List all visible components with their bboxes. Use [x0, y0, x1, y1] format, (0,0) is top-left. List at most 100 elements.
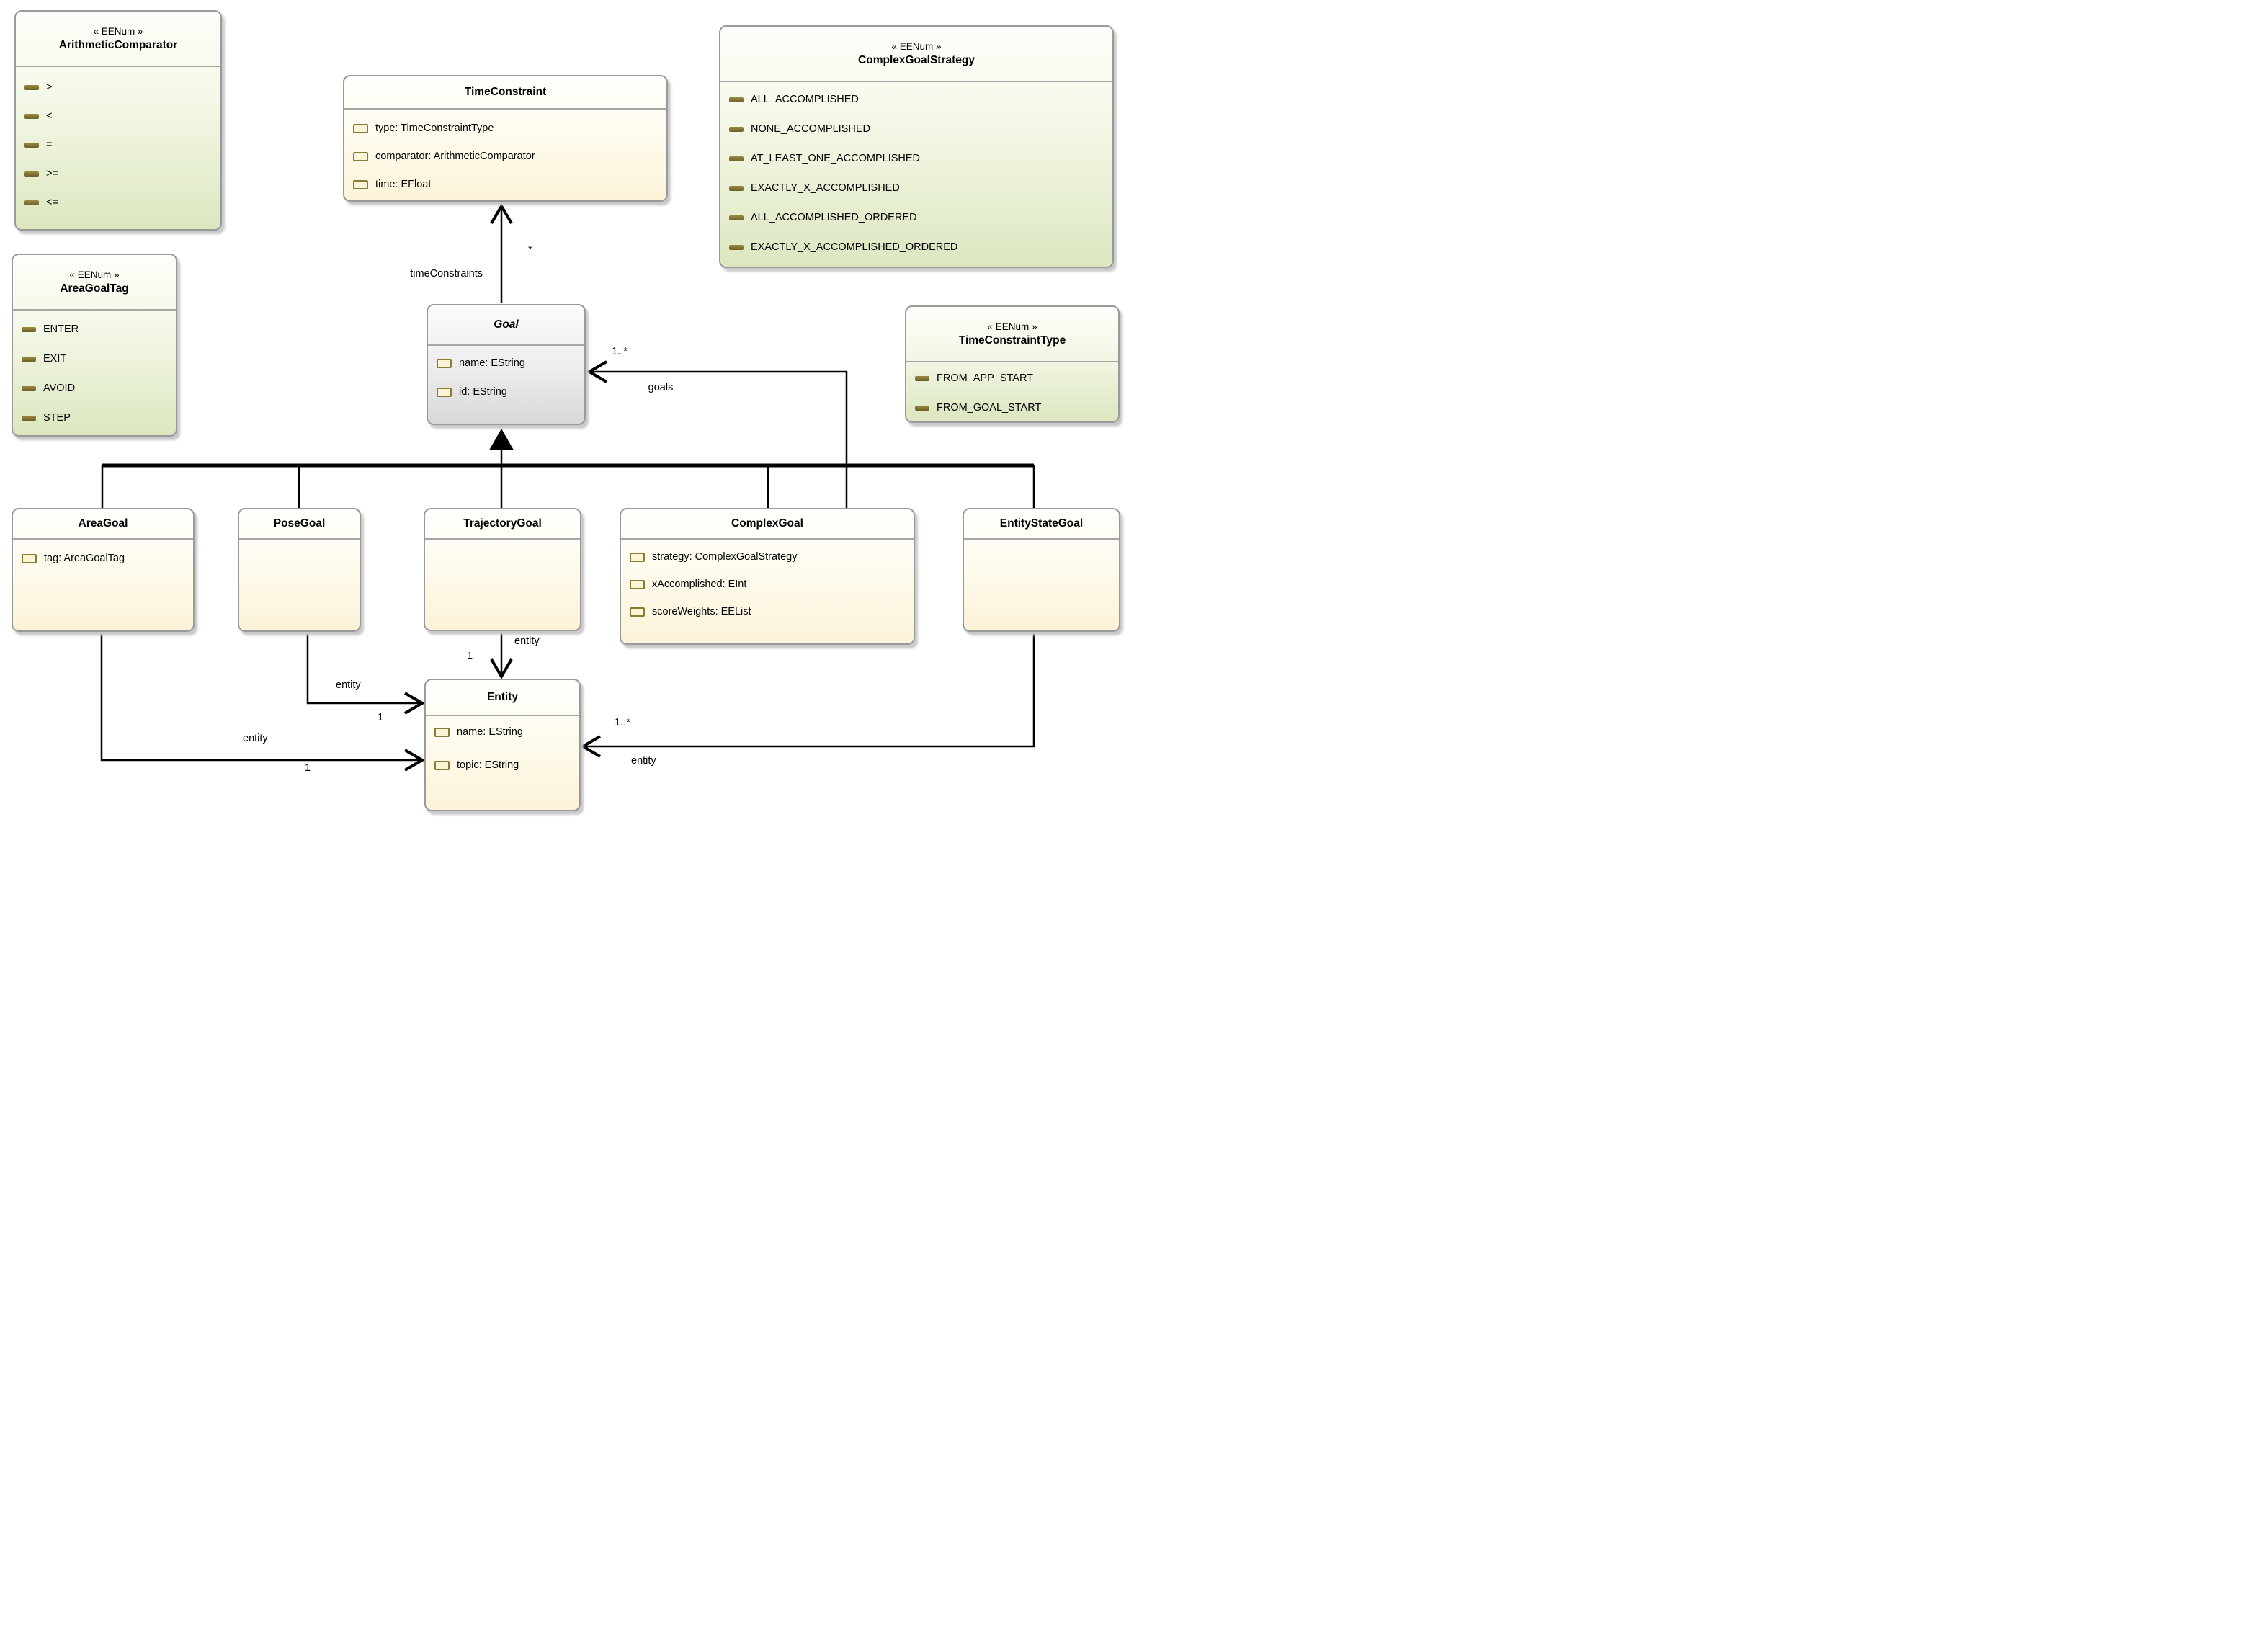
class-title: Goal	[494, 318, 519, 331]
enum-literal-icon	[729, 156, 744, 161]
enum-literal: >	[24, 79, 215, 96]
attribute-icon	[437, 387, 452, 397]
enum-literal: ALL_ACCOMPLISHED	[729, 91, 1107, 108]
class-attribute: topic: EString	[434, 756, 573, 774]
enum-literal: FROM_APP_START	[915, 370, 1112, 387]
edge-label-entitystategoal-entity: entity	[631, 755, 656, 767]
enum-literal-icon	[915, 375, 929, 381]
enum-literal: NONE_ACCOMPLISHED	[729, 120, 1107, 138]
enum-literal: <=	[24, 194, 215, 211]
enum-literal-icon	[24, 84, 39, 90]
attribute-icon	[353, 179, 368, 189]
multiplicity-entitystategoal-entity: 1..*	[615, 717, 630, 728]
enum-literal: <	[24, 107, 215, 125]
enum-literal-icon	[22, 356, 36, 362]
attribute-icon	[630, 579, 645, 589]
enum-area-goal-tag: « EENum » AreaGoalTag ENTER EXIT AVOID S…	[12, 254, 177, 437]
class-complex-goal: ComplexGoal strategy: ComplexGoalStrateg…	[620, 508, 915, 645]
class-title: ComplexGoal	[731, 517, 803, 530]
class-header: Goal	[428, 305, 584, 344]
class-entity: Entity name: EString topic: EString	[424, 679, 581, 811]
enum-literal-icon	[729, 185, 744, 191]
stereotype-label: « EENum »	[987, 321, 1037, 332]
enum-header: « EENum » TimeConstraintType	[906, 307, 1118, 361]
class-attribute: xAccomplished: EInt	[630, 576, 908, 593]
class-attribute: type: TimeConstraintType	[353, 120, 661, 137]
enum-literal: AVOID	[22, 380, 170, 397]
class-time-constraint: TimeConstraint type: TimeConstraintType …	[343, 75, 668, 202]
class-title: AreaGoal	[78, 517, 128, 530]
enum-literal-icon	[22, 326, 36, 332]
enum-literal-icon	[22, 415, 36, 421]
enum-literal-icon	[24, 200, 39, 205]
enum-complex-goal-strategy: « EENum » ComplexGoalStrategy ALL_ACCOMP…	[719, 25, 1114, 268]
multiplicity-posegoal-entity: 1	[378, 712, 384, 723]
class-title: Entity	[486, 691, 519, 703]
attribute-icon	[434, 727, 450, 737]
class-attribute: time: EFloat	[353, 176, 661, 193]
enum-literal-icon	[729, 244, 744, 250]
enum-literal: EXIT	[22, 350, 170, 367]
class-header: TimeConstraint	[344, 76, 666, 108]
stereotype-label: « EENum »	[93, 25, 143, 37]
stereotype-label: « EENum »	[69, 269, 120, 280]
multiplicity-trajectorygoal-entity: 1	[467, 651, 473, 662]
enum-title: ComplexGoalStrategy	[858, 53, 975, 66]
enum-literal: STEP	[22, 409, 170, 427]
class-header: Entity	[426, 680, 579, 715]
enum-literal: ALL_ACCOMPLISHED_ORDERED	[729, 209, 1107, 226]
attribute-icon	[434, 760, 450, 770]
enum-literal: ENTER	[22, 321, 170, 338]
enum-literal-icon	[24, 142, 39, 148]
enum-literal-icon	[22, 385, 36, 391]
edge-entitystategoal-entity	[583, 632, 1035, 746]
edge-label-trajectorygoal-entity: entity	[514, 635, 540, 647]
multiplicity-areagoal-entity: 1	[305, 762, 311, 774]
enum-literal-icon	[915, 405, 929, 411]
enum-time-constraint-type: « EENum » TimeConstraintType FROM_APP_ST…	[905, 305, 1120, 423]
class-title: TrajectoryGoal	[463, 517, 542, 530]
attribute-icon	[22, 553, 37, 563]
class-header: EntityStateGoal	[964, 509, 1119, 538]
class-attribute: name: EString	[437, 354, 579, 372]
class-attribute: name: EString	[434, 723, 573, 741]
class-area-goal: AreaGoal tag: AreaGoalTag	[12, 508, 195, 632]
attribute-icon	[437, 358, 452, 368]
class-attribute: scoreWeights: EEList	[630, 603, 908, 620]
attribute-icon	[353, 151, 368, 161]
enum-literal: EXACTLY_X_ACCOMPLISHED	[729, 179, 1107, 197]
enum-literal-icon	[729, 215, 744, 220]
class-entity-state-goal: EntityStateGoal	[963, 508, 1120, 632]
edge-label-areagoal-entity: entity	[243, 733, 268, 744]
enum-literal-icon	[729, 97, 744, 102]
enum-literal: AT_LEAST_ONE_ACCOMPLISHED	[729, 150, 1107, 167]
multiplicity-timeconstraints: *	[528, 244, 532, 256]
class-header: TrajectoryGoal	[425, 509, 580, 538]
enum-title: TimeConstraintType	[958, 334, 1066, 347]
class-pose-goal: PoseGoal	[238, 508, 361, 632]
enum-literal-icon	[24, 113, 39, 119]
class-header: PoseGoal	[239, 509, 360, 538]
edge-goals	[589, 372, 848, 508]
edge-posegoal-entity	[306, 632, 422, 703]
enum-literal: EXACTLY_X_ACCOMPLISHED_ORDERED	[729, 238, 1107, 256]
class-header: ComplexGoal	[621, 509, 914, 538]
edge-label-timeconstraints: timeConstraints	[410, 268, 483, 280]
class-attribute: id: EString	[437, 383, 579, 401]
enum-header: « EENum » ArithmeticComparator	[16, 12, 220, 66]
class-goal: Goal name: EString id: EString	[427, 304, 586, 425]
class-title: EntityStateGoal	[999, 517, 1084, 530]
class-title: TimeConstraint	[464, 86, 547, 98]
edge-label-goals: goals	[648, 382, 674, 393]
edge-label-posegoal-entity: entity	[336, 679, 361, 691]
enum-title: AreaGoalTag	[60, 282, 129, 295]
stereotype-label: « EENum »	[891, 40, 942, 52]
enum-header: « EENum » ComplexGoalStrategy	[720, 27, 1112, 81]
enum-header: « EENum » AreaGoalTag	[13, 255, 176, 309]
class-attribute: strategy: ComplexGoalStrategy	[630, 548, 908, 566]
class-header: AreaGoal	[13, 509, 193, 538]
enum-literal: =	[24, 136, 215, 153]
enum-literal: >=	[24, 165, 215, 182]
enum-literal-icon	[24, 171, 39, 177]
multiplicity-goals: 1..*	[612, 346, 628, 357]
